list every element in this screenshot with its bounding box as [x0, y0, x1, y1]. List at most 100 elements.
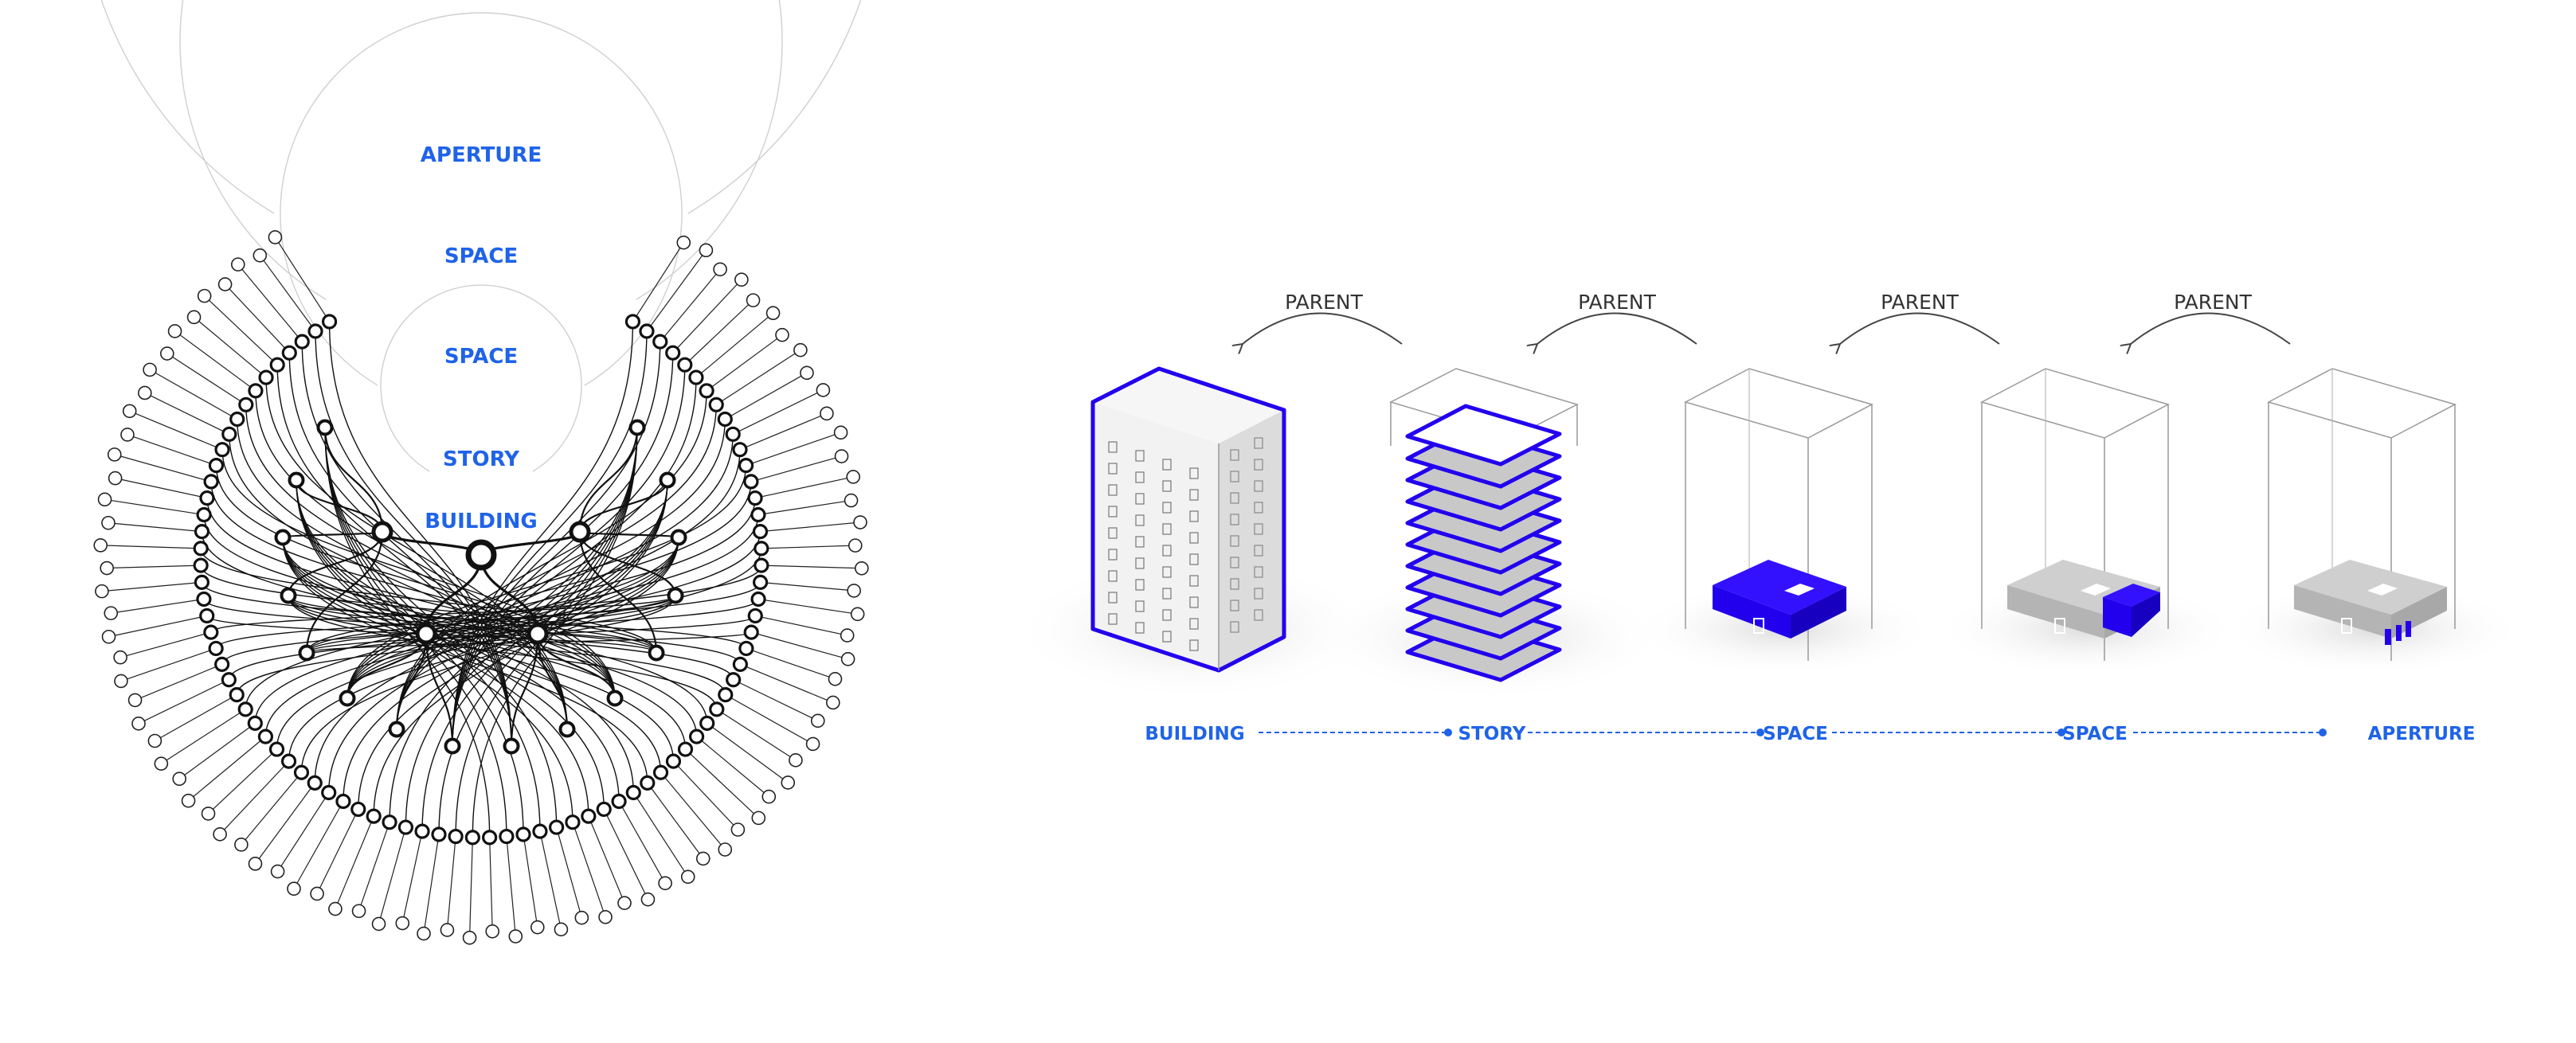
window	[1108, 613, 1118, 625]
tree-edge	[288, 595, 718, 709]
space-node	[558, 721, 576, 738]
leaf-edge	[129, 410, 223, 451]
window	[1162, 588, 1172, 600]
aperture-node	[217, 277, 233, 291]
leaf-edge	[277, 792, 330, 872]
space-model	[1633, 368, 1936, 677]
space-node	[288, 471, 305, 489]
tree-edge	[346, 465, 747, 699]
window	[1189, 553, 1199, 565]
tree-nodes	[93, 230, 869, 945]
leaf-edge	[446, 836, 456, 931]
aperture-node	[181, 793, 196, 808]
space-node	[293, 764, 310, 780]
leaf-edge	[755, 615, 848, 636]
stage-label-space: SPACE	[1763, 724, 1828, 744]
window	[1189, 467, 1199, 479]
aperture-node	[101, 515, 115, 530]
top-story	[1405, 404, 1562, 467]
leaf-edge	[696, 736, 769, 798]
space-node	[743, 474, 759, 490]
window	[1254, 545, 1263, 557]
aperture-node	[765, 306, 781, 321]
aperture-node	[213, 827, 227, 842]
leaf-edge	[646, 249, 707, 332]
tree-edge	[578, 427, 639, 533]
window	[1230, 471, 1239, 482]
window	[1135, 493, 1145, 505]
leaf-edge	[750, 455, 842, 482]
space-node	[238, 396, 254, 412]
space-node	[665, 753, 682, 769]
leaf-edge	[695, 312, 773, 378]
aperture-node	[197, 288, 212, 303]
window	[1135, 514, 1145, 526]
space-node	[193, 557, 209, 573]
space-node	[193, 541, 209, 557]
space-node	[366, 808, 382, 824]
tree-edge	[324, 427, 491, 838]
space-node	[670, 529, 687, 546]
space-node	[717, 411, 733, 428]
story-node	[527, 623, 549, 645]
tree-edge	[301, 342, 512, 747]
space-node	[677, 357, 693, 373]
window	[1162, 502, 1172, 514]
aperture-node	[328, 901, 343, 916]
space-node	[203, 474, 219, 490]
aperture-node	[120, 428, 135, 442]
tree-edge	[264, 537, 679, 737]
aperture-node	[713, 262, 727, 277]
leaf-edge	[237, 264, 303, 342]
aperture-node	[617, 896, 632, 910]
tree-edge	[200, 565, 657, 654]
aperture-node	[840, 628, 855, 643]
window	[1108, 592, 1118, 604]
space-node	[503, 737, 520, 755]
space-node	[269, 357, 285, 373]
window	[1108, 484, 1118, 496]
leaf-edge	[107, 564, 202, 569]
parent-arrow: PARENT	[1243, 291, 1403, 344]
leaf-edge	[111, 598, 205, 614]
space-node	[199, 490, 215, 506]
aperture-node	[440, 923, 455, 937]
tree-edge	[255, 390, 568, 730]
leaf-edge	[761, 564, 862, 569]
tree-edge	[452, 353, 674, 747]
aperture-node	[844, 493, 859, 508]
window	[1230, 449, 1239, 461]
leaf-edge	[758, 598, 858, 615]
leaf-edge	[204, 295, 278, 365]
aperture-node	[805, 736, 820, 752]
space-node	[648, 644, 665, 662]
tree-edge	[452, 321, 634, 747]
aperture-node	[97, 492, 112, 507]
leaf-edge	[149, 369, 238, 420]
aperture-node	[131, 717, 146, 731]
leaf-edge	[225, 283, 290, 354]
space-node	[196, 591, 212, 607]
space-node	[596, 801, 612, 818]
aperture-node	[107, 447, 122, 462]
space-node	[203, 624, 219, 640]
level-label-building: BUILDING	[425, 510, 538, 533]
leaf-edge	[241, 772, 302, 846]
leaf-edge	[716, 709, 797, 761]
window	[1162, 480, 1172, 492]
space-node	[321, 314, 338, 330]
tree-edge	[245, 404, 568, 730]
aperture-node	[676, 235, 691, 250]
space-node	[565, 814, 581, 830]
window	[1162, 545, 1172, 557]
leaf-edge	[127, 434, 217, 467]
aperture-node	[800, 365, 814, 381]
aperture-node	[853, 515, 867, 529]
leaf-edge	[660, 772, 726, 850]
window	[1162, 609, 1172, 621]
leaf-edge	[255, 783, 315, 865]
aperture-node	[395, 916, 410, 931]
leaf-edge	[104, 498, 205, 516]
aperture-node	[833, 425, 848, 440]
